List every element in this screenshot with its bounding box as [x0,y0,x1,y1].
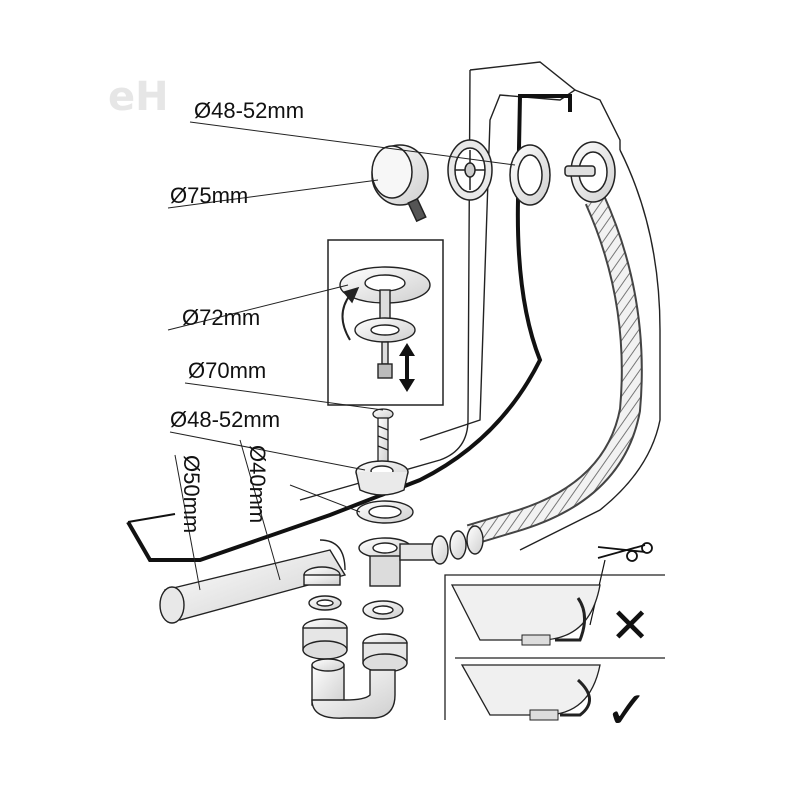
overflow-body [564,141,616,203]
diameter-label-overflow-gasket: Ø48-52mm [194,98,304,123]
overflow-cap [371,144,429,223]
drain-gasket [356,500,414,524]
diameter-label-drain-gasket: Ø48-52mm [170,407,280,432]
overflow-gasket [509,144,551,206]
diameter-label-overflow-cap: Ø75mm [170,183,248,208]
tub-floor-line [127,513,176,523]
correct-mark-icon: ✓ [605,681,649,741]
hose-connector-rings [431,525,484,565]
diameter-label-flange: Ø70mm [188,358,266,383]
watermark-logo: eH [108,74,169,120]
tub-wall-line [126,94,572,562]
up-down-arrow-icon [399,343,415,392]
pipe-washer-1 [308,595,342,611]
plug-detail [339,266,431,379]
drain-flange [355,460,409,496]
pipe-nut-1 [303,566,341,586]
correct-installation-inset: ✓ [455,657,665,741]
scissors-icon [597,542,653,562]
diameter-label-pipe-40: Ø40mm [245,445,270,523]
pipe-nut-2 [302,618,348,660]
overflow-grille [447,139,493,201]
trap-u-bend [311,658,396,719]
drain-screw [372,408,394,464]
trap-nut [362,633,408,673]
wrong-mark-icon: ✕ [610,598,650,654]
diameter-label-plug: Ø72mm [182,305,260,330]
leader-lines [167,121,516,591]
drain-body [358,537,436,587]
wrong-installation-inset: ✕ [444,574,665,720]
diameter-label-pipe-50: Ø50mm [179,455,204,533]
outlet-pipe [159,539,347,624]
drain-washer [362,600,404,620]
